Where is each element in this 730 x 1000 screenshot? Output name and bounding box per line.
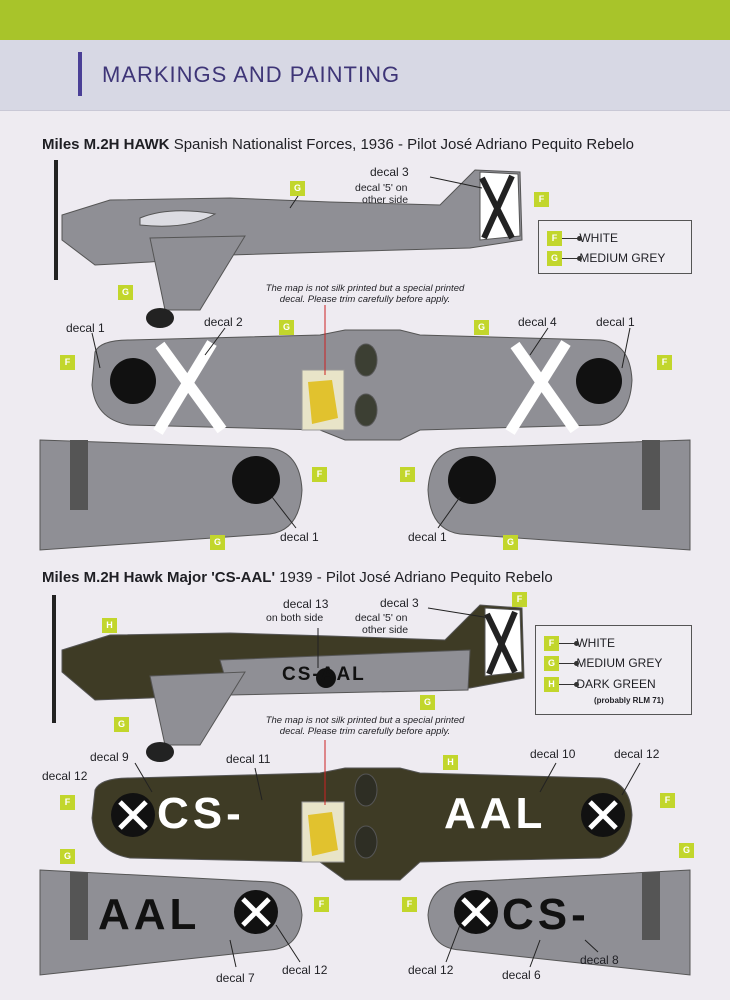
- scheme1-under-decal1-right: decal 1: [408, 530, 447, 544]
- scheme1-side-decal-note2: other side: [362, 194, 409, 206]
- color-badge-f: F: [660, 793, 675, 808]
- color-badge-h: H: [102, 618, 117, 633]
- legend-badge-g: G: [547, 251, 562, 267]
- scheme2-decal13-note: on both side: [266, 612, 324, 624]
- scheme2-decal10: decal 10: [530, 747, 576, 761]
- scheme1-decal1-left: decal 1: [66, 321, 105, 335]
- color-badge-f: F: [657, 355, 672, 370]
- scheme2-title: Miles M.2H Hawk Major 'CS-AAL' 1939 - Pi…: [42, 569, 553, 586]
- leader-lines: [91, 176, 641, 968]
- scheme2-map-note: The map is not silk printed but a specia…: [250, 715, 480, 737]
- color-badge-g: G: [290, 181, 305, 196]
- legend-label-medium-grey: MEDIUM GREY: [576, 656, 663, 670]
- scheme2-decal6: decal 6: [502, 968, 541, 982]
- color-badge-g: G: [210, 535, 225, 550]
- scheme2-title-rest: 1939 - Pilot José Adriano Pequito Rebelo: [279, 569, 553, 586]
- scheme2-side-decal-note2: other side: [362, 624, 409, 636]
- color-badge-f: F: [60, 795, 75, 810]
- scheme2-decal7: decal 7: [216, 971, 255, 985]
- scheme2-under-text-right: CS-: [502, 890, 590, 939]
- color-badge-g: G: [474, 320, 489, 335]
- scheme2-decal12-under-left: decal 12: [282, 963, 328, 977]
- color-badge-f: F: [402, 897, 417, 912]
- scheme1-map-note: The map is not silk printed but a specia…: [250, 283, 480, 305]
- legend-badge-h: H: [544, 677, 559, 693]
- color-badge-g: G: [679, 843, 694, 858]
- scheme2-title-bold: Miles M.2H Hawk Major 'CS-AAL': [42, 569, 276, 586]
- scheme2-fuselage-registration: CS-AAL: [282, 664, 366, 685]
- scheme1-decal1-right: decal 1: [596, 315, 635, 329]
- scheme1-side-view: [54, 160, 523, 328]
- color-badge-f: F: [512, 592, 527, 607]
- scheme1-title: Miles M.2H HAWK Spanish Nationalist Forc…: [42, 136, 634, 153]
- legend-label-dark-green: DARK GREEN: [576, 677, 656, 691]
- header-rule: [78, 52, 82, 96]
- color-badge-g: G: [279, 320, 294, 335]
- color-badge-g: G: [114, 717, 129, 732]
- legend-dark-green-note: (probably RLM 71): [594, 696, 664, 705]
- scheme2-top-view: [91, 767, 633, 881]
- scheme2-wing-text-left: CS-: [157, 789, 245, 838]
- scheme1-note-line1: The map is not silk printed but a specia…: [265, 283, 465, 294]
- scheme1-title-rest: Spanish Nationalist Forces, 1936 - Pilot…: [173, 136, 634, 153]
- legend-badge-g: G: [544, 656, 559, 672]
- legend-row-dark-green: H DARK GREEN: [544, 677, 656, 693]
- scheme2-color-legend: F WHITE G MEDIUM GREY H DARK GREEN (prob…: [535, 625, 692, 715]
- color-badge-g: G: [503, 535, 518, 550]
- scheme1-color-legend: F WHITE G MEDIUM GREY: [538, 220, 692, 274]
- scheme1-side-decal-note1: decal '5' on: [355, 182, 408, 194]
- legend-label-white: WHITE: [579, 231, 619, 245]
- legend-row-medium-grey: G MEDIUM GREY: [547, 251, 666, 267]
- scheme2-decal12-right: decal 12: [614, 747, 660, 761]
- scheme1-top-view: [91, 329, 633, 441]
- scheme1-underside: [39, 439, 691, 551]
- scheme2-decal13: decal 13: [283, 597, 329, 611]
- scheme2-note-line2: decal. Please trim carefully before appl…: [279, 726, 451, 737]
- section-header: MARKINGS AND PAINTING: [0, 40, 730, 111]
- color-badge-f: F: [400, 467, 415, 482]
- color-badge-f: F: [312, 467, 327, 482]
- scheme2-decal9: decal 9: [90, 750, 129, 764]
- scheme1-side-decal: decal 3: [370, 165, 409, 179]
- legend-badge-f: F: [544, 636, 559, 652]
- scheme2-side-decal-note1: decal '5' on: [355, 612, 408, 624]
- scheme1-decal2: decal 2: [204, 315, 243, 329]
- scheme2-wing-text-right: AAL: [444, 789, 547, 838]
- color-badge-f: F: [314, 897, 329, 912]
- scheme2-side-decal: decal 3: [380, 596, 419, 610]
- color-badge-f: F: [534, 192, 549, 207]
- top-color-band: [0, 0, 730, 40]
- legend-row-medium-grey: G MEDIUM GREY: [544, 656, 663, 672]
- legend-row-white: F WHITE: [544, 636, 616, 652]
- color-badge-g: G: [60, 849, 75, 864]
- scheme1-under-decal1-left: decal 1: [280, 530, 319, 544]
- scheme2-note-line1: The map is not silk printed but a specia…: [265, 715, 465, 726]
- scheme2-decal12-under-right: decal 12: [408, 963, 454, 977]
- legend-row-white: F WHITE: [547, 231, 619, 247]
- legend-badge-f: F: [547, 231, 562, 247]
- scheme2-decal8: decal 8: [580, 953, 619, 967]
- color-badge-g: G: [420, 695, 435, 710]
- scheme2-side-view: [52, 595, 525, 762]
- color-badge-h: H: [443, 755, 458, 770]
- scheme2-decal12-left: decal 12: [42, 769, 88, 783]
- scheme2-underside: [39, 869, 691, 976]
- scheme1-title-bold: Miles M.2H HAWK: [42, 136, 170, 153]
- scheme2-under-text-left: AAL: [98, 890, 201, 939]
- scheme2-decal11: decal 11: [226, 752, 271, 766]
- color-badge-f: F: [60, 355, 75, 370]
- color-badge-g: G: [118, 285, 133, 300]
- scheme1-note-line2: decal. Please trim carefully before appl…: [279, 294, 451, 305]
- legend-label-white: WHITE: [576, 636, 616, 650]
- legend-label-medium-grey: MEDIUM GREY: [579, 251, 666, 265]
- scheme1-decal4: decal 4: [518, 315, 557, 329]
- page-title: MARKINGS AND PAINTING: [102, 62, 401, 87]
